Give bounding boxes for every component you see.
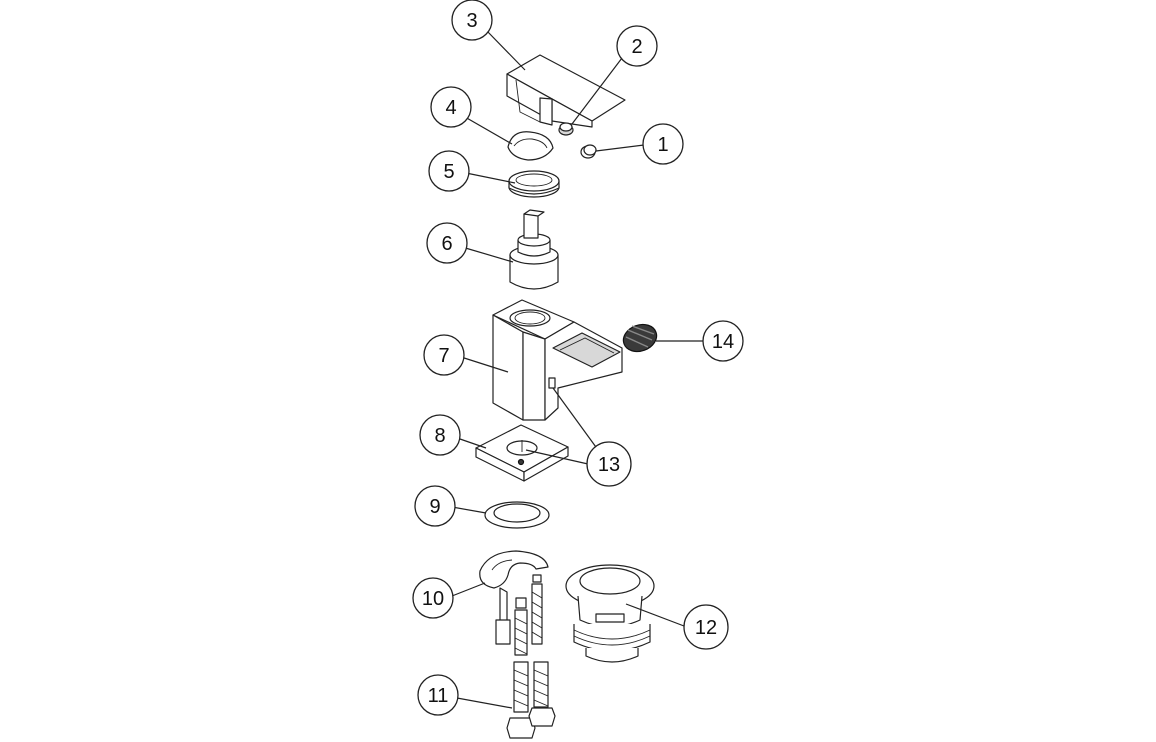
part-flexible-tails — [506, 574, 556, 739]
callout-11: 11 — [417, 674, 459, 716]
part-cap — [580, 144, 597, 159]
callout-13: 13 — [586, 441, 632, 487]
callout-9: 9 — [414, 485, 456, 527]
part-retaining-nut — [508, 170, 560, 198]
callout-10-label: 10 — [422, 588, 444, 610]
callout-12-label: 12 — [695, 617, 717, 639]
part-base-plate — [475, 424, 569, 482]
callout-12: 12 — [683, 604, 729, 650]
callout-7-label: 7 — [438, 345, 449, 367]
callout-3-label: 3 — [466, 10, 477, 32]
callout-7: 7 — [423, 334, 465, 376]
callout-14: 14 — [702, 320, 744, 362]
part-grub-screw — [558, 122, 574, 136]
callout-10: 10 — [412, 577, 454, 619]
part-aerator — [622, 323, 658, 353]
part-shroud — [507, 131, 554, 161]
callout-4-label: 4 — [445, 97, 456, 119]
callout-4: 4 — [430, 86, 472, 128]
leader-lines — [451, 29, 704, 709]
callout-14-label: 14 — [712, 331, 734, 353]
callout-11-label: 11 — [428, 685, 449, 707]
callout-3: 3 — [451, 0, 493, 41]
callout-2-label: 2 — [631, 36, 642, 58]
part-cartridge — [509, 209, 559, 290]
callout-8-label: 8 — [434, 425, 445, 447]
callout-1-label: 1 — [657, 134, 668, 156]
part-washer — [484, 501, 550, 529]
callout-5-label: 5 — [443, 161, 454, 183]
part-tap-body — [492, 299, 623, 421]
part-waste — [565, 564, 655, 663]
part-fixing-bracket — [479, 550, 549, 645]
part-lever-handle — [506, 54, 626, 128]
callout-9-label: 9 — [429, 496, 440, 518]
callout-2: 2 — [616, 25, 658, 67]
callout-6: 6 — [426, 222, 468, 264]
callout-8: 8 — [419, 414, 461, 456]
callout-5: 5 — [428, 150, 470, 192]
callout-1: 1 — [642, 123, 684, 165]
callout-6-label: 6 — [441, 233, 452, 255]
callout-13-label: 13 — [598, 454, 620, 476]
